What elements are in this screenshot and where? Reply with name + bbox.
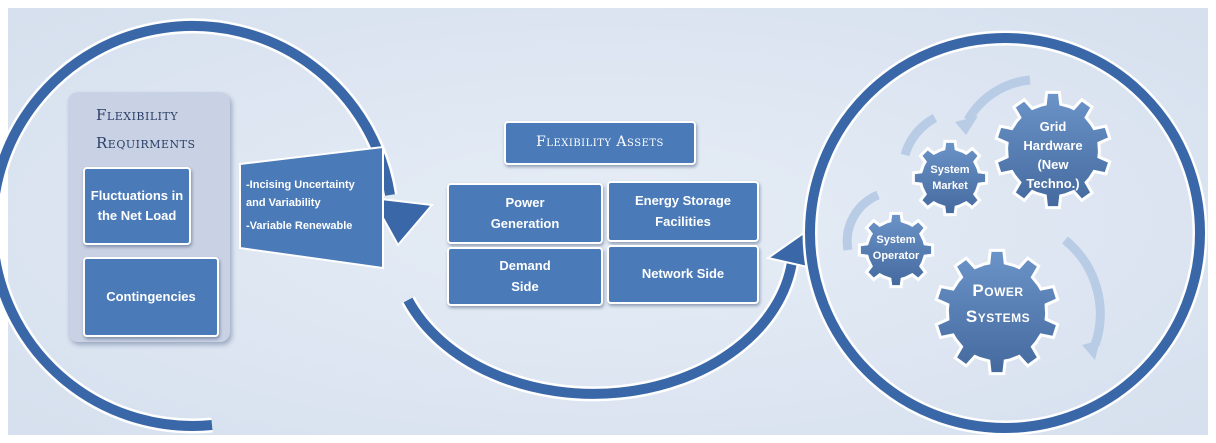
middle-cycle-arrow bbox=[401, 230, 814, 402]
requirements-title-line1: Flexibility bbox=[96, 106, 179, 124]
drivers-trapezoid bbox=[239, 145, 384, 270]
gear-arrowhead-1 bbox=[955, 116, 978, 135]
market-line2: Market bbox=[932, 179, 968, 192]
power-generation-line1: Power bbox=[505, 195, 545, 211]
fluctuations-line1: Fluctuations in bbox=[90, 187, 184, 203]
market-line1: System bbox=[930, 164, 970, 176]
drivers-line2: and Variability bbox=[246, 196, 321, 209]
contingencies-box: Contingencies bbox=[83, 257, 219, 337]
system-market-label: System Market bbox=[922, 163, 978, 195]
requirements-title: Flexibility Requirments bbox=[96, 102, 226, 158]
operator-line1: System bbox=[876, 234, 916, 246]
energy-storage-line1: Energy Storage bbox=[634, 193, 732, 209]
grid-line4: Techno.) bbox=[1026, 175, 1080, 191]
power-generation-box: Power Generation bbox=[447, 183, 603, 244]
network-side-label: Network Side bbox=[641, 266, 725, 282]
grid-line3: (New bbox=[1037, 156, 1069, 172]
drivers-text: -Incising Uncertainty and Variability -V… bbox=[246, 177, 381, 236]
assets-title-box: Flexibility Assets bbox=[504, 121, 696, 165]
demand-side-line2: Side bbox=[511, 278, 539, 294]
power-generation-line2: Generation bbox=[490, 215, 560, 231]
gear-rotation-arrows bbox=[842, 75, 1105, 347]
system-market-gear bbox=[911, 139, 989, 217]
power-systems-line1: Power bbox=[972, 281, 1024, 300]
energy-storage-line2: Facilities bbox=[655, 213, 711, 229]
requirements-title-line2: Requirments bbox=[96, 133, 196, 152]
right-cycle-ring bbox=[802, 30, 1208, 436]
drivers-line1: -Incising Uncertainty bbox=[246, 179, 355, 191]
fluctuations-line2: the Net Load bbox=[97, 208, 177, 223]
contingencies-label: Contingencies bbox=[106, 288, 196, 304]
system-operator-gear bbox=[857, 211, 935, 289]
grid-hardware-gear bbox=[994, 90, 1112, 210]
demand-side-box: Demand Side bbox=[447, 247, 603, 306]
gear-arrowhead-2 bbox=[1082, 340, 1100, 360]
left-cycle-arrow bbox=[0, 18, 434, 434]
system-operator-label: System Operator bbox=[864, 233, 928, 265]
assets-title: Flexibility Assets bbox=[536, 134, 664, 151]
power-systems-line2: Systems bbox=[965, 306, 1031, 326]
demand-side-line1: Demand bbox=[499, 258, 551, 274]
power-systems-label: Power Systems bbox=[950, 278, 1046, 329]
power-systems-gear bbox=[934, 248, 1060, 376]
operator-line2: Operator bbox=[872, 249, 920, 262]
drivers-line3: -Variable Renewable bbox=[246, 220, 353, 233]
fluctuations-box: Fluctuations in the Net Load bbox=[83, 167, 191, 245]
network-side-box: Network Side bbox=[607, 245, 759, 304]
energy-storage-box: Energy Storage Facilities bbox=[607, 181, 759, 242]
grid-line1: Grid bbox=[1039, 119, 1067, 134]
grid-hardware-label: Grid Hardware (New Techno.) bbox=[1018, 118, 1088, 193]
grid-line2: Hardware bbox=[1023, 137, 1083, 153]
